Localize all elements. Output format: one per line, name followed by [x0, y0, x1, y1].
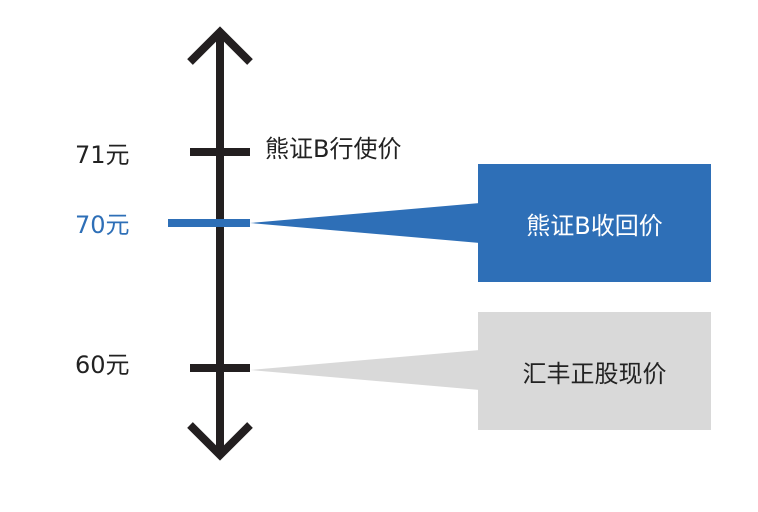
arrow-up-icon — [187, 26, 253, 65]
callback-pointer — [250, 203, 480, 243]
label-70: 70元 — [75, 211, 130, 239]
label-71: 71元 — [75, 141, 130, 169]
current-price-box: 汇丰正股现价 — [478, 312, 711, 430]
label-60: 60元 — [75, 351, 130, 379]
callback-price-box: 熊证B收回价 — [478, 164, 711, 282]
current-pointer — [250, 350, 480, 390]
strike-price-label: 熊证B行使价 — [265, 135, 402, 163]
arrow-down-icon — [187, 422, 253, 461]
